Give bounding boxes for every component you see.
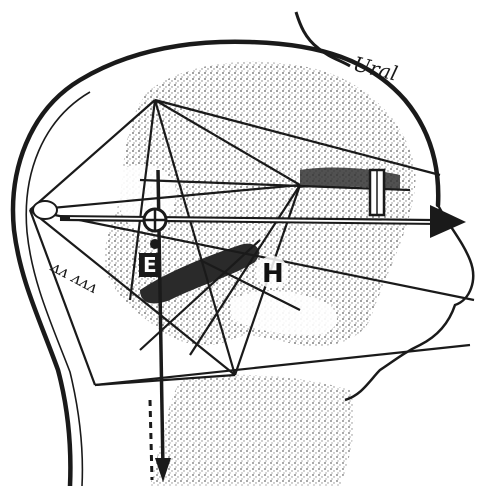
- e-label: E: [143, 253, 157, 277]
- h-label: H: [262, 259, 284, 289]
- neck-shading: [150, 375, 354, 486]
- ural-label: Ural: [351, 52, 400, 86]
- side-scribble: ᴧᴧ ᴧᴧᴧ: [47, 256, 101, 297]
- dashed-neck-line: [150, 400, 152, 480]
- marker-post-icon: [370, 170, 384, 215]
- arrowhead-right-icon: [430, 205, 466, 238]
- eye-icon: [33, 201, 57, 219]
